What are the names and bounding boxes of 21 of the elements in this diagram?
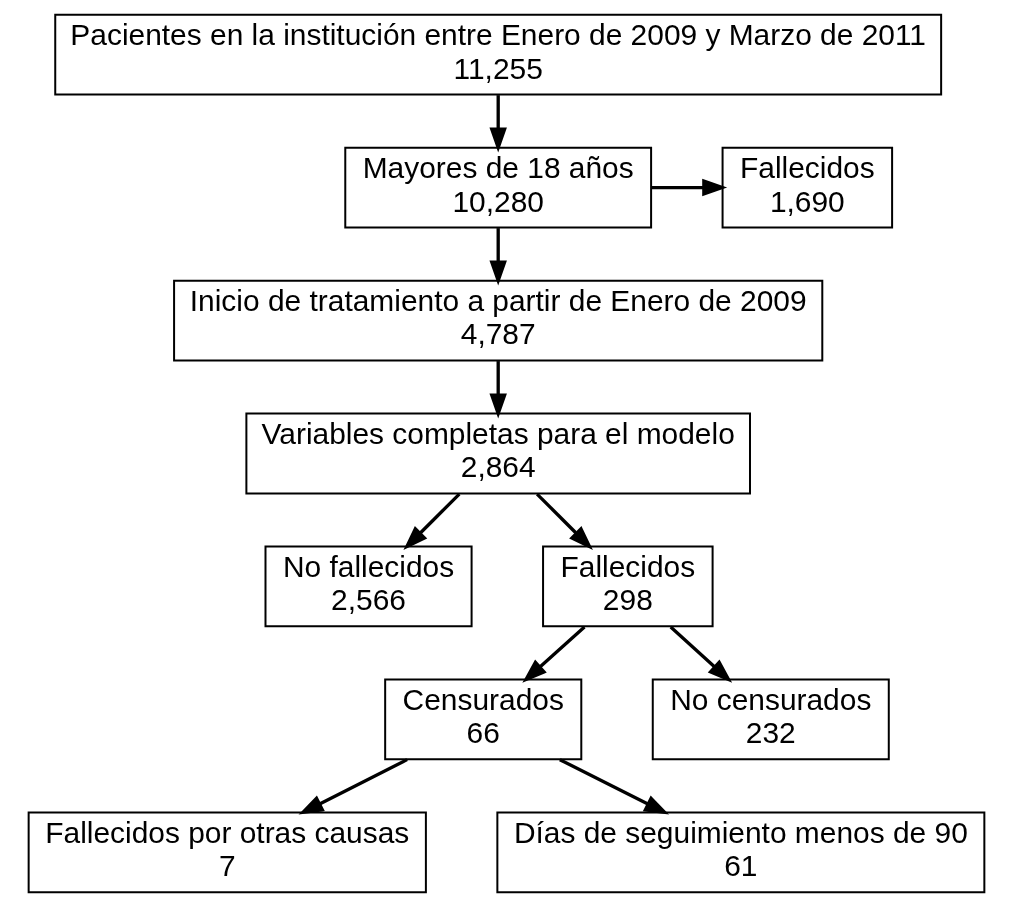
node-box: Variables completas para el modelo 2,864 [245,412,751,495]
arrow [535,492,593,550]
node-box: Inicio de tratamiento a partir de Enero de 2009 4,787 [173,279,824,362]
node-box: Fallecidos por otras causas 7 [27,811,427,894]
arrow [298,758,408,815]
arrow [489,95,507,153]
node-box: Fallecidos 1,690 [721,146,894,229]
arrow [403,492,461,550]
node-box: Censurados 66 [384,678,583,761]
node-box: Días de seguimiento menos de 90 61 [496,811,986,894]
arrow [489,228,507,286]
node-box: No fallecidos 2,566 [264,545,473,628]
arrow [669,625,733,683]
node-box: No censurados 232 [651,678,890,761]
node-box: Fallecidos 298 [542,545,714,628]
node-box: Pacientes en la institución entre Enero de 2009 y Marzo de 2011 11,255 [54,13,943,96]
arrow [651,178,728,197]
arrow [522,625,586,683]
arrow [559,758,670,815]
node-box: Mayores de 18 años 10,280 [344,146,653,229]
arrow [489,361,507,419]
